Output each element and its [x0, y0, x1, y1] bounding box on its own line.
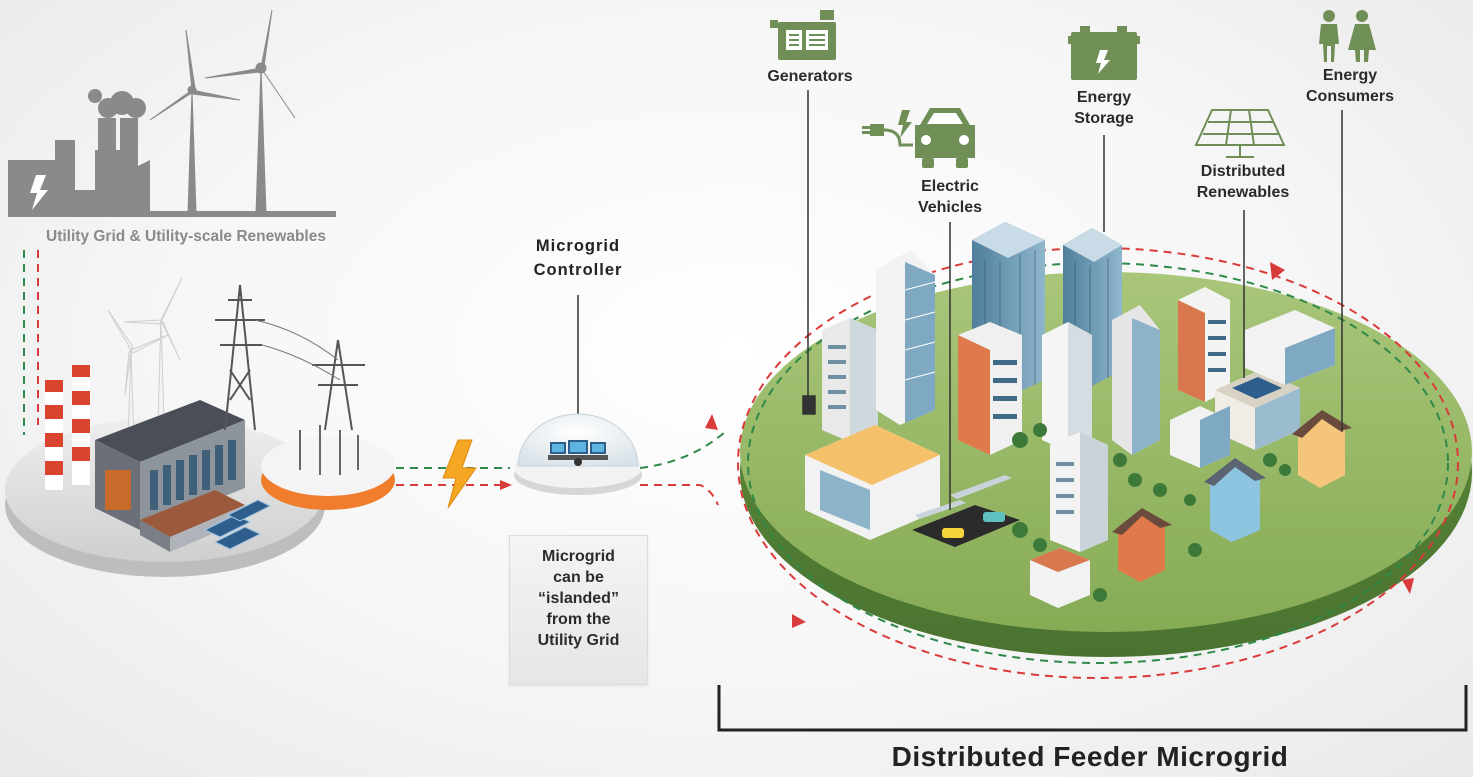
renewables-label-line-1: Distributed	[1200, 163, 1286, 180]
power-plant-icon	[8, 89, 336, 217]
island-note-line-3: “islanded”	[538, 590, 619, 607]
house	[1204, 458, 1266, 542]
city-buildings	[805, 222, 1352, 608]
storage-label-line-1: Energy	[1076, 89, 1132, 106]
transmission-tower-icon	[215, 284, 365, 431]
glass-tower	[1112, 305, 1160, 455]
office-tower	[1050, 432, 1108, 552]
apartment-building	[1178, 287, 1230, 402]
callout-lines	[802, 90, 1343, 510]
generator-icon	[770, 10, 836, 60]
generators-label: Generators	[767, 68, 853, 85]
office-building	[1245, 310, 1335, 385]
apartment-building	[958, 322, 1022, 455]
utility-feed-lines	[23, 250, 39, 435]
feeder-bracket	[717, 685, 1468, 732]
consumers-label-line-1: Energy	[1322, 67, 1378, 84]
storage-label-line-2: Storage	[1074, 110, 1134, 127]
ev-parking	[912, 475, 1020, 547]
island-note-line-5: Utility Grid	[537, 632, 620, 649]
wind-turbine-icon	[149, 9, 296, 214]
office-building	[805, 425, 940, 540]
people-icon	[1319, 10, 1376, 62]
distributed-feeder-microgrid-title: Distributed Feeder Microgrid	[891, 741, 1289, 772]
island-note-line-2: can be	[553, 569, 604, 586]
controller-label-line-1: Microgrid	[535, 237, 621, 255]
solar-panel-icon	[1194, 109, 1286, 158]
distributed-renewables-label: Distributed Renewables	[1175, 161, 1311, 203]
house	[1030, 548, 1090, 608]
microgrid-controller-dome	[514, 295, 642, 495]
office-tower	[822, 318, 878, 442]
ev-label-line-1: Electric	[921, 178, 979, 195]
battery-icon	[1068, 26, 1140, 80]
lightning-bolt-icon	[442, 439, 477, 509]
ev-label-line-2: Vehicles	[917, 199, 983, 216]
energy-consumers-label: Energy Consumers	[1290, 65, 1410, 107]
microgrid-controller-label: Microgrid Controller	[508, 234, 648, 282]
renewables-label-line-2: Renewables	[1196, 184, 1290, 201]
chimney-icon	[45, 365, 90, 490]
electric-vehicles-label: Electric Vehicles	[890, 176, 1010, 218]
house	[1112, 508, 1172, 582]
control-desk-icon	[548, 440, 608, 466]
house	[1292, 410, 1352, 488]
office-building-solar	[1215, 370, 1300, 450]
consumers-label-line-2: Consumers	[1305, 88, 1395, 105]
ev-charging-icon	[862, 108, 975, 168]
utility-grid-illustration	[8, 9, 336, 217]
utility-grid-label: Utility Grid & Utility-scale Renewables	[46, 228, 326, 245]
controller-to-island-lines	[639, 431, 726, 506]
energy-storage-label: Energy Storage	[1044, 87, 1164, 129]
trees	[1012, 423, 1291, 602]
island-note-box: Microgrid can be “islanded” from the Uti…	[509, 535, 648, 685]
island-note-line-1: Microgrid	[542, 548, 615, 565]
apartment-building	[1042, 322, 1092, 452]
controller-label-line-2: Controller	[533, 261, 623, 279]
solar-panel-icon	[203, 499, 272, 550]
island-note-line-4: from the	[546, 611, 611, 628]
substation-platform	[261, 425, 395, 510]
wind-turbine-icon	[107, 277, 183, 441]
office-building	[1170, 406, 1230, 468]
office-tower	[876, 250, 936, 425]
utility-plant-illustration	[5, 277, 365, 577]
